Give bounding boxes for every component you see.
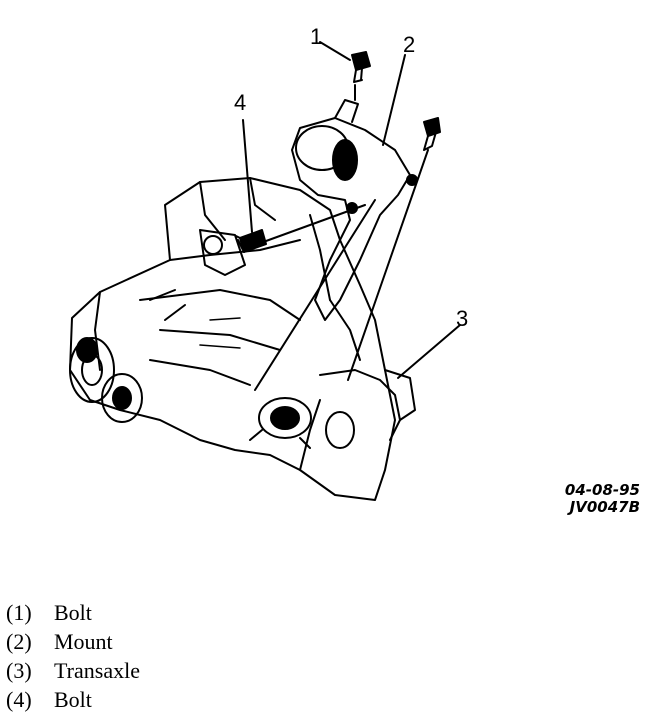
date-code: 04-08-95 — [564, 481, 640, 499]
legend-label: Bolt — [54, 600, 92, 625]
end-cover — [69, 337, 143, 423]
legend-label: Transaxle — [54, 658, 140, 683]
legend-item: (4) Bolt — [6, 685, 140, 714]
mount-bolt-right — [423, 117, 441, 151]
output-flange — [249, 397, 312, 449]
transaxle-mount-diagram: 1 2 3 4 — [69, 24, 468, 501]
callout-3: 3 — [456, 306, 468, 331]
right-side-bracket — [319, 369, 416, 449]
legend: (1) Bolt (2) Mount (3) Transaxle (4) Bolt — [6, 598, 140, 714]
legend-label: Mount — [54, 629, 113, 654]
shift-linkage — [149, 229, 246, 321]
legend-number: (1) — [6, 600, 32, 625]
transaxle-housing — [69, 177, 396, 501]
figure-code-block: 04-08-95 JV0047B — [565, 482, 640, 516]
legend-number: (2) — [6, 629, 32, 654]
figure-code: JV0047B — [569, 498, 640, 516]
legend-number: (3) — [6, 658, 32, 683]
bolt-4 — [235, 229, 267, 253]
engine-mount — [291, 99, 418, 321]
legend-item: (3) Transaxle — [6, 656, 140, 685]
bolt-1 — [351, 51, 371, 83]
callout-2: 2 — [403, 32, 415, 57]
legend-label: Bolt — [54, 687, 92, 712]
callout-1: 1 — [310, 24, 322, 49]
leader-lines — [242, 41, 461, 391]
legend-number: (4) — [6, 687, 32, 712]
legend-item: (1) Bolt — [6, 598, 140, 627]
legend-item: (2) Mount — [6, 627, 140, 656]
callout-4: 4 — [234, 90, 246, 115]
